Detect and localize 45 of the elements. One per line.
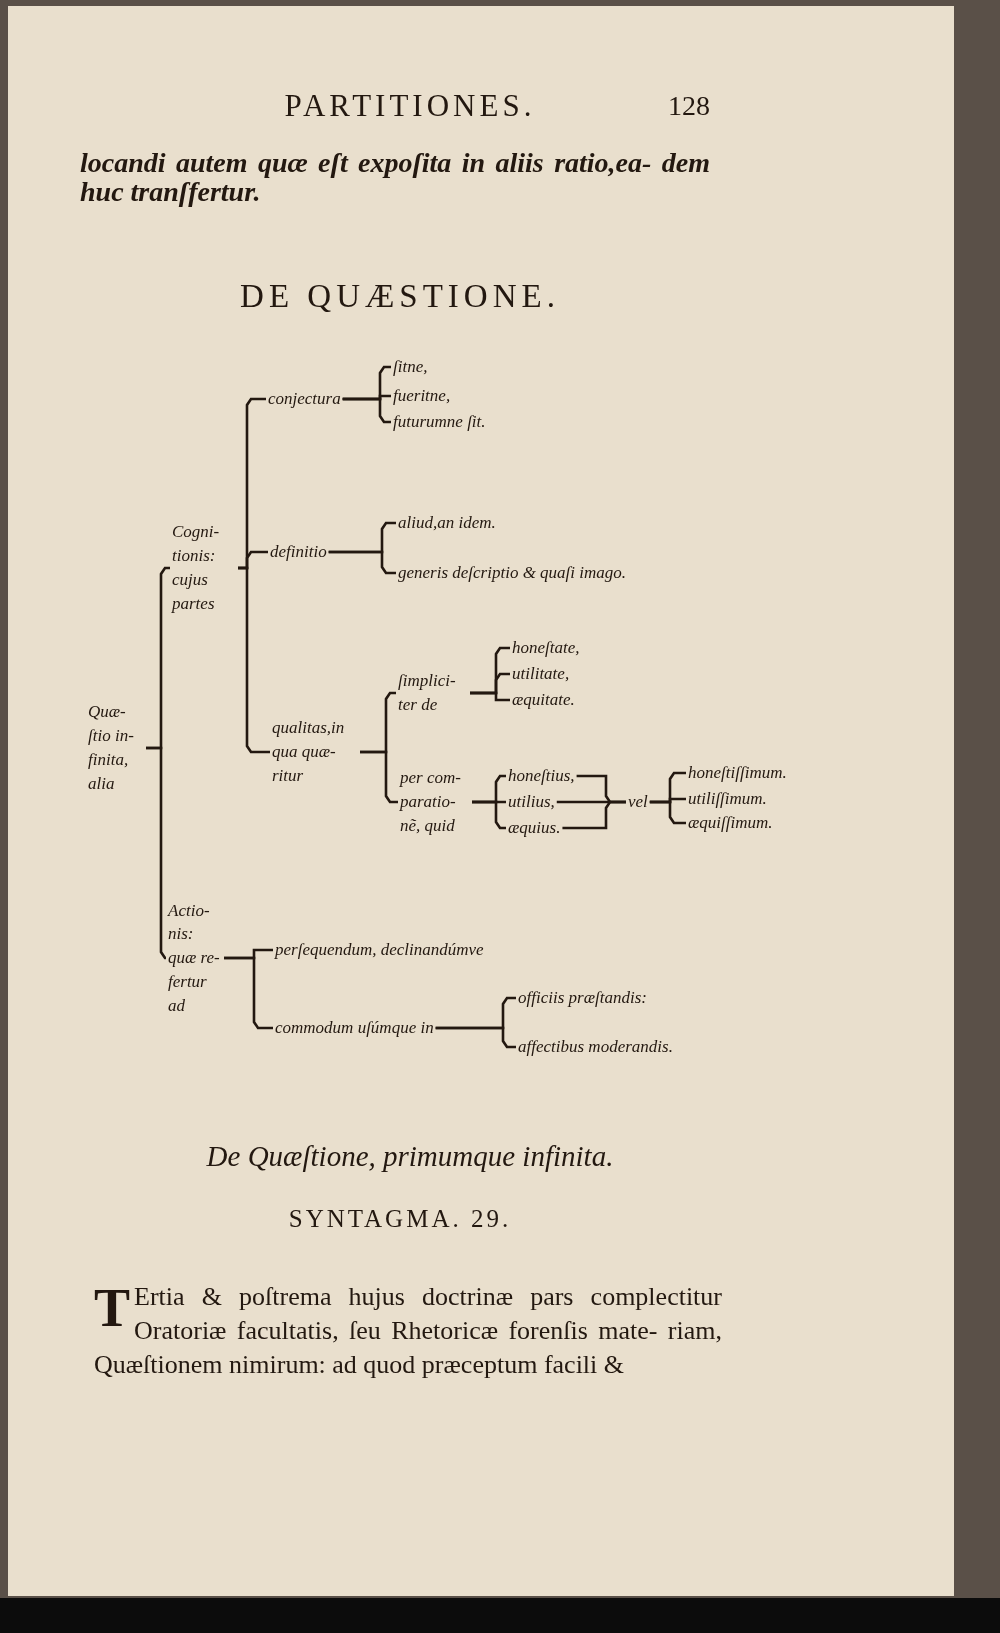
diagram-term: Cogni- tionis: cujus partes <box>172 520 236 616</box>
bracket-line <box>649 800 686 825</box>
diagram-term: utilitate, <box>512 662 570 686</box>
text-paragraph: locandi autem quæ eſt expoſita in aliis ratio,ea- dem huc tranſfertur. <box>80 148 710 207</box>
diagram-term: æquiſſimum. <box>688 811 773 835</box>
diagram-term: fueritne, <box>393 384 451 408</box>
diagram-term: Actio- nis: quæ re- fertur ad <box>168 898 222 1018</box>
bracket-line <box>224 956 273 1030</box>
diagram-term: Quæ- ſtio in- finita, alia <box>88 700 144 796</box>
diagram-term: conjectura <box>268 387 341 411</box>
bracket-line <box>360 750 398 804</box>
diagram-term: vel <box>628 790 648 814</box>
bracket-line <box>238 566 270 754</box>
diagram-term: officiis præſtandis: <box>518 986 647 1010</box>
bracket-line <box>342 397 391 424</box>
bracket-line <box>470 691 510 702</box>
diagram-term: per com- paratio- nẽ, quid <box>400 766 470 838</box>
diagram-term: utiliſſimum. <box>688 787 767 811</box>
diagram-term: perſequendum, declinandúmve <box>275 938 484 962</box>
diagram-term: ſimplici- ter de <box>398 669 468 717</box>
diagram-term: definitio <box>270 540 327 564</box>
diagram-term: affectibus moderandis. <box>518 1035 673 1059</box>
bracket-line <box>435 1026 516 1049</box>
page-number: 128 <box>667 90 710 122</box>
bracket-line <box>146 746 167 960</box>
running-head: PARTITIONES. <box>283 88 537 124</box>
text-paragraph: TErtia & poſtrema hujus doctrinæ pars complectitur Oratoriæ facultatis, ſeu Rhetoricæ forenſis mate- riam, Quæſtionem nimirum: ad quod præceptum facili & <box>94 1280 722 1381</box>
diagram-term: futurumne ſit. <box>393 410 486 434</box>
diagram-title: DE QUÆSTIONE. <box>239 278 561 315</box>
diagram-term: commodum uſúmque in <box>275 1016 434 1040</box>
diagram-term: generis deſcriptio & quaſi imago. <box>398 561 627 585</box>
bracket-line <box>328 550 396 575</box>
section-heading: De Quæſtione, primumque infinita. <box>205 1140 615 1173</box>
diagram-term: honeſtiſſimum. <box>688 761 787 785</box>
diagram-term: honeſtate, <box>512 636 580 660</box>
diagram-term: ſitne, <box>393 355 428 379</box>
diagram-term: æquitate. <box>512 688 575 712</box>
diagram-term: aliud,an idem. <box>398 511 496 535</box>
diagram-term: utilius, <box>508 790 555 814</box>
bracket-line <box>562 800 626 830</box>
diagram-term: qualitas,in qua quæ- ritur <box>272 716 358 788</box>
subsection-heading: SYNTAGMA. 29. <box>287 1205 513 1233</box>
diagram-term: honeſtius, <box>508 764 575 788</box>
bracket-line <box>472 800 506 830</box>
diagram-term: æquius. <box>508 816 561 840</box>
